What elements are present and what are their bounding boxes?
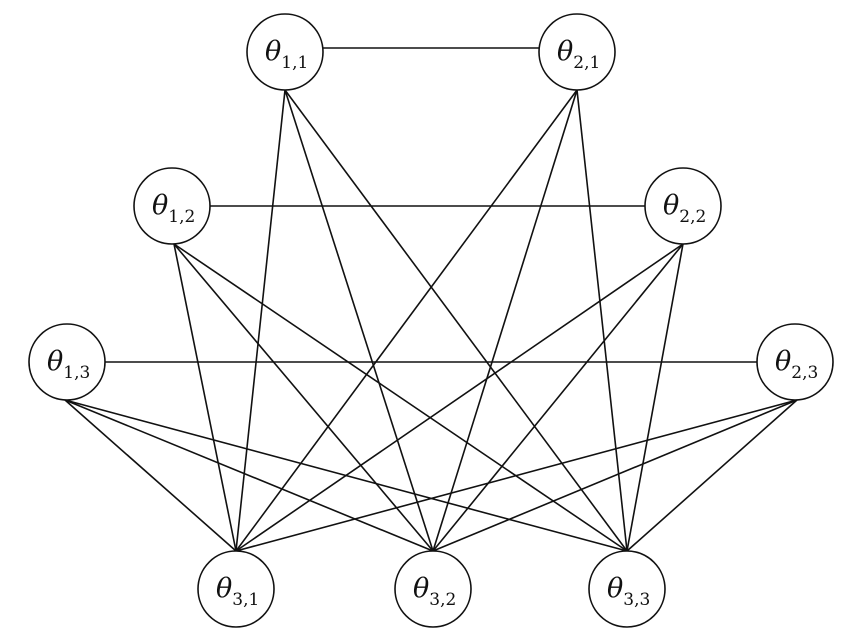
edge-layer (64, 47, 798, 552)
node-label: θ3,1 (216, 573, 259, 610)
edge-t22-t33 (626, 243, 684, 552)
node-label: θ2,3 (775, 346, 818, 383)
node-subscript: 1,2 (168, 207, 195, 227)
edge-t21-t32 (432, 89, 578, 552)
node-circle (133, 167, 211, 245)
node-subscript: 3,1 (232, 590, 259, 610)
edge-t23-t31 (235, 399, 798, 552)
node-t21: θ2,1 (538, 13, 616, 91)
node-symbol: θ (607, 573, 623, 604)
edge-t23-t32 (432, 399, 798, 552)
edge-t13-t32 (64, 399, 434, 552)
node-circle (246, 13, 324, 91)
edge-t21-t33 (576, 89, 628, 552)
node-label: θ1,3 (47, 346, 90, 383)
node-circle (538, 13, 616, 91)
node-t22: θ2,2 (644, 167, 722, 245)
node-subscript: 1,1 (281, 53, 308, 73)
node-subscript: 2,2 (679, 207, 706, 227)
node-symbol: θ (265, 36, 281, 67)
node-t13: θ1,3 (28, 323, 106, 401)
edge-t11-t32 (284, 89, 434, 552)
node-circle (644, 167, 722, 245)
node-label: θ1,2 (152, 190, 195, 227)
edge-t23-t33 (626, 399, 798, 552)
node-subscript: 3,2 (429, 590, 456, 610)
node-subscript: 1,3 (63, 363, 90, 383)
node-subscript: 2,1 (573, 53, 600, 73)
edge-t11-t33 (284, 89, 628, 552)
node-label: θ3,3 (607, 573, 650, 610)
edge-t12-t32 (173, 243, 434, 552)
node-symbol: θ (216, 573, 232, 604)
edge-t21-t31 (235, 89, 578, 552)
node-t23: θ2,3 (756, 323, 834, 401)
node-label: θ3,2 (413, 573, 456, 610)
edge-t12-t33 (173, 243, 628, 552)
node-t32: θ3,2 (394, 550, 472, 628)
edge-t13-t33 (64, 399, 628, 552)
node-label: θ2,1 (557, 36, 600, 73)
node-circle (197, 550, 275, 628)
node-label: θ2,2 (663, 190, 706, 227)
node-subscript: 3,3 (623, 590, 650, 610)
node-symbol: θ (152, 190, 168, 221)
node-symbol: θ (413, 573, 429, 604)
node-circle (756, 323, 834, 401)
node-symbol: θ (663, 190, 679, 221)
node-label: θ1,1 (265, 36, 308, 73)
node-t12: θ1,2 (133, 167, 211, 245)
node-symbol: θ (775, 346, 791, 377)
edge-t12-t31 (173, 243, 237, 552)
edge-t22-t31 (235, 243, 684, 552)
node-symbol: θ (557, 36, 573, 67)
node-t31: θ3,1 (197, 550, 275, 628)
edge-t13-t31 (64, 399, 237, 552)
edge-t22-t32 (432, 243, 684, 552)
node-subscript: 2,3 (791, 363, 818, 383)
node-symbol: θ (47, 346, 63, 377)
edge-t11-t31 (235, 89, 286, 552)
node-circle (28, 323, 106, 401)
node-t33: θ3,3 (588, 550, 666, 628)
node-circle (588, 550, 666, 628)
node-circle (394, 550, 472, 628)
node-t11: θ1,1 (246, 13, 324, 91)
